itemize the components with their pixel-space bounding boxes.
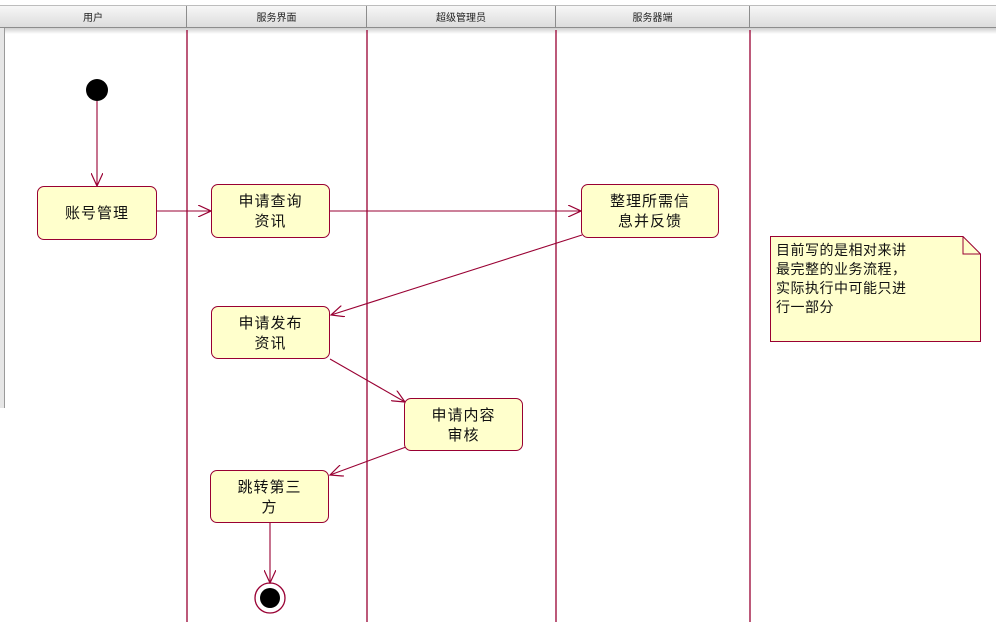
activity-content-review[interactable]: 申请内容 审核: [404, 398, 523, 451]
lane-header-super-admin[interactable]: 超级管理员: [367, 6, 556, 28]
activity-account-management[interactable]: 账号管理: [37, 186, 157, 240]
activity-jump-third-party[interactable]: 跳转第三 方: [210, 470, 329, 523]
final-node-core: [260, 588, 280, 608]
flow-organize-to-publish[interactable]: [331, 234, 583, 315]
activity-request-query[interactable]: 申请查询 资讯: [211, 184, 330, 238]
header-shadow: [0, 28, 996, 34]
activity-request-publish[interactable]: 申请发布 资讯: [211, 306, 330, 359]
flow-review-to-jump[interactable]: [330, 446, 407, 475]
lane-header-server[interactable]: 服务器端: [556, 6, 750, 28]
note-text: 目前写的是相对来讲 最完整的业务流程， 实际执行中可能只进 行一部分: [776, 243, 907, 316]
initial-node[interactable]: [86, 79, 108, 101]
flow-publish-to-review[interactable]: [329, 358, 405, 402]
lane-header-service-ui[interactable]: 服务界面: [187, 6, 367, 28]
lane-header-empty[interactable]: [750, 6, 996, 28]
note-shape: [770, 236, 981, 342]
note[interactable]: 目前写的是相对来讲 最完整的业务流程， 实际执行中可能只进 行一部分: [770, 236, 981, 342]
canvas-left-edge: [0, 28, 5, 408]
lane-header-user[interactable]: 用户: [0, 6, 187, 28]
toolbar-strip: [0, 0, 996, 6]
activity-organize-feedback[interactable]: 整理所需信 息并反馈: [581, 184, 719, 238]
